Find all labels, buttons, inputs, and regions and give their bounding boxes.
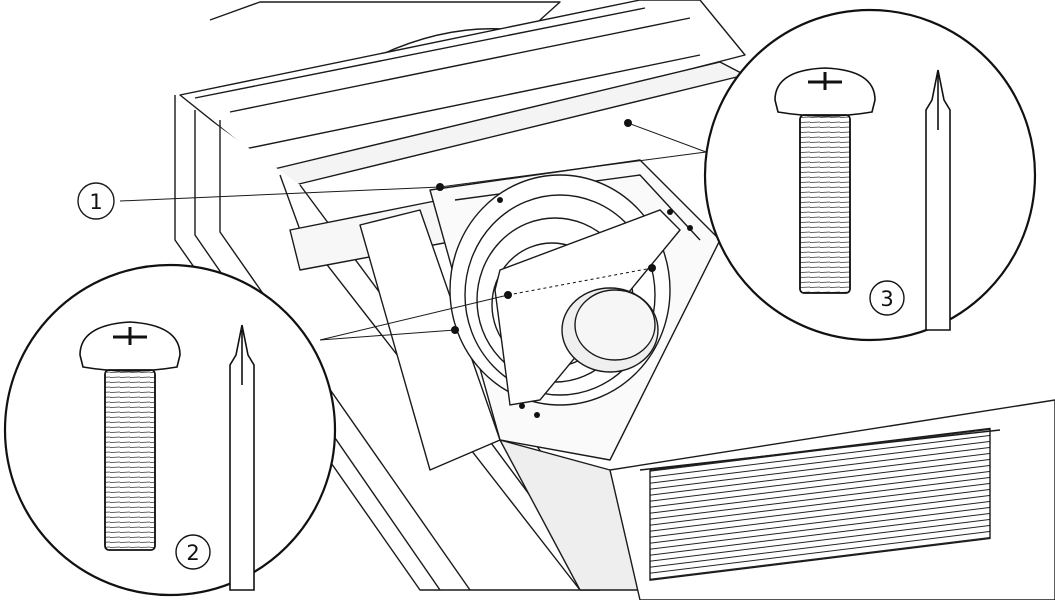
callout-2-label: 2 [186, 541, 199, 565]
phillips-screwdriver-icon [925, 69, 951, 331]
leader-lines [119, 122, 707, 341]
callout-1-label: 1 [89, 190, 102, 214]
unit-housing [174, 0, 1055, 600]
callout-1: 1 [77, 182, 115, 220]
fan-motor [449, 174, 681, 406]
screw-icon [774, 67, 876, 294]
detail-circle-right: 3 [703, 8, 1037, 342]
detail-circle-left: 2 [3, 263, 337, 597]
callout-3-label: 3 [880, 287, 893, 311]
phillips-screwdriver-icon [229, 324, 255, 591]
dotted-link [507, 267, 653, 296]
screw-icon [79, 321, 181, 551]
